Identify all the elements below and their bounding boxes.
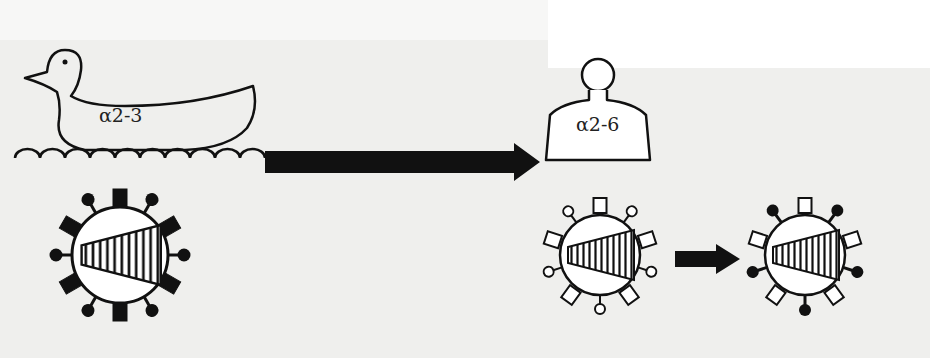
receptor-label: α2-6 [576,113,619,135]
paper-patch [548,0,930,68]
human-host: α2-6 [540,55,660,167]
neuraminidase-spike [799,295,811,316]
nucleocapsid [82,225,161,285]
neuraminidase-spike [168,249,191,262]
neuraminidase-spike [50,249,73,262]
reassortant-virus [745,198,865,316]
hemagglutinin-spike [749,231,767,248]
duck-host: α2-3 [15,40,265,180]
paper-patch [0,0,548,40]
human-head [582,59,614,91]
hemagglutinin-spike [638,231,656,248]
duck-outline [25,50,255,150]
water-waves [15,149,265,158]
node-outline [540,55,660,167]
hemagglutinin-spike [594,198,607,213]
hemagglutinin-spike [843,231,861,248]
duck-eye [63,60,68,65]
transmission-arrow [265,143,540,181]
nucleocapsid [568,230,634,280]
human-virus [542,198,657,314]
nucleocapsid [773,230,839,280]
hemagglutinin-spike [113,303,127,321]
virus-envelope [765,215,845,295]
neuraminidase-spike [595,295,605,314]
virus-envelope [560,215,640,295]
reassortment-arrow [675,244,740,274]
human-torso [546,90,650,160]
hemagglutinin-spike [113,189,127,207]
virus-envelope [72,207,168,303]
hemagglutinin-spike [544,231,562,248]
hemagglutinin-spike [799,198,812,213]
avian-virus [50,189,191,321]
receptor-label: α2-3 [99,104,142,126]
